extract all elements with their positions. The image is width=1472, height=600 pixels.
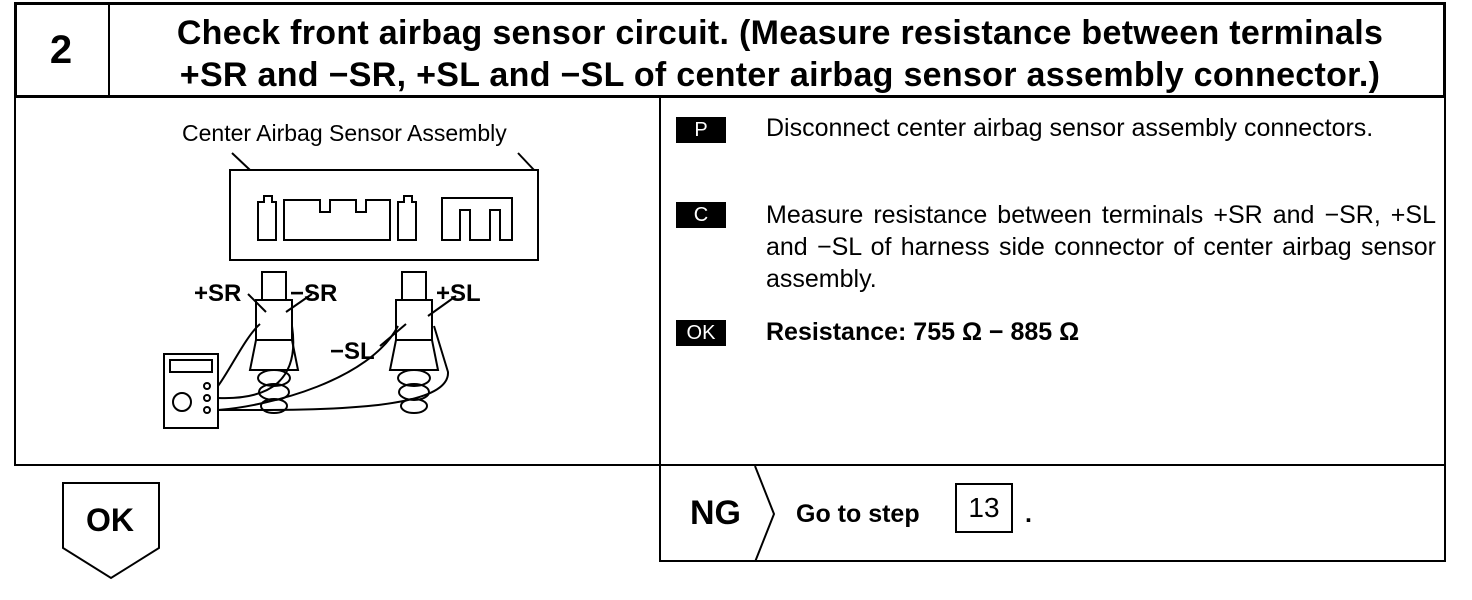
body-divider (659, 98, 661, 466)
terminal-label-plus-sr: +SR (194, 280, 242, 307)
terminal-label-plus-sl: +SL (436, 280, 481, 307)
prepare-instruction: Disconnect center airbag sensor assembly… (766, 114, 1374, 142)
resistance-spec: Resistance: 755 Ω − 885 Ω (766, 318, 1080, 346)
step-number: 2 (14, 2, 110, 98)
ok-result-label: OK (86, 502, 134, 538)
terminal-label-minus-sl: −SL (330, 338, 375, 365)
prepare-badge: P (676, 117, 726, 143)
step-body-box (14, 98, 1446, 466)
step-header-box (14, 2, 1446, 98)
connector-diagram (163, 152, 539, 429)
step-title-line-2: +SR and −SR, +SL and −SL of center airba… (179, 56, 1381, 94)
goto-step-number[interactable]: 13 (955, 483, 1013, 533)
terminal-label-minus-sr: −SR (290, 280, 338, 307)
ng-result-box (659, 466, 1446, 562)
check-badge: C (676, 202, 726, 228)
goto-step-period: . (1025, 500, 1032, 528)
ok-spec-badge: OK (676, 320, 726, 346)
step-title-line-1: Check front airbag sensor circuit. (Meas… (176, 14, 1384, 52)
check-instruction: Measure resistance between terminals +SR… (766, 201, 1436, 293)
ok-arrow-icon (62, 482, 160, 580)
diagram-caption: Center Airbag Sensor Assembly (182, 120, 507, 146)
ng-result-label: NG (690, 494, 741, 532)
step-title: Check front airbag sensor circuit. (Meas… (120, 12, 1440, 96)
goto-step-text: Go to step (796, 500, 920, 528)
chevron-right-icon (754, 466, 776, 562)
